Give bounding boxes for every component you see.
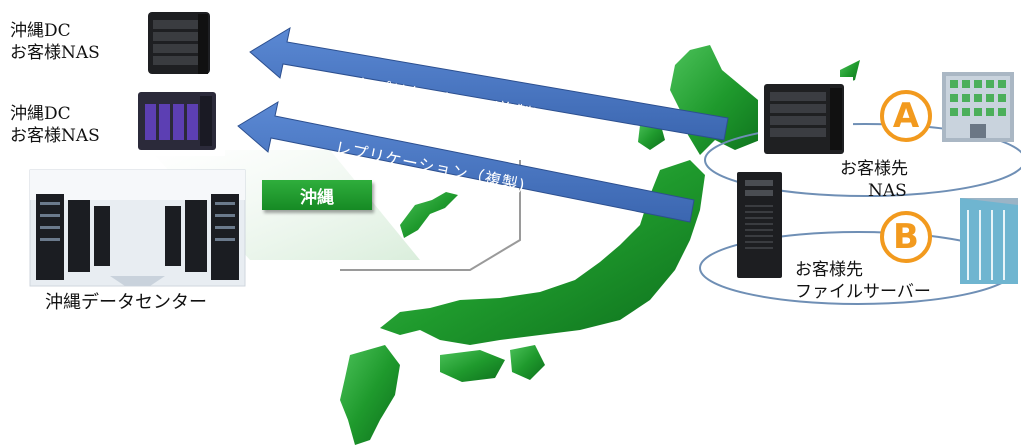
datacenter-caption: 沖縄データセンター bbox=[45, 292, 207, 313]
customer-b-badge: B bbox=[880, 211, 932, 263]
customer-a-label: お客様先 NAS bbox=[840, 158, 908, 202]
dc-nas2-label-line2: お客様NAS bbox=[10, 126, 100, 146]
customer-b-label-line2: ファイルサーバー bbox=[795, 282, 931, 302]
building-b bbox=[960, 198, 1018, 284]
dc-nas1-label: 沖縄DC お客様NAS bbox=[10, 20, 100, 64]
building-a bbox=[942, 72, 1014, 142]
customer-a-label-line1: お客様先 bbox=[840, 159, 908, 179]
dc-nas1-label-line1: 沖縄DC bbox=[10, 21, 71, 41]
okinawa-island-shape bbox=[400, 192, 458, 238]
nas-device-2 bbox=[130, 88, 225, 156]
okinawa-tag: 沖縄 bbox=[262, 180, 372, 210]
customer-a-badge: A bbox=[880, 90, 932, 142]
datacenter-photo bbox=[29, 169, 246, 287]
okinawa-inset-frame bbox=[340, 160, 521, 271]
customer-a-label-line2: NAS bbox=[868, 181, 907, 201]
customer-b-label: お客様先 ファイルサーバー bbox=[795, 259, 931, 303]
dc-nas2-label: 沖縄DC お客様NAS bbox=[10, 103, 100, 147]
nas-device-1 bbox=[130, 5, 225, 83]
replication-arrow-top bbox=[249, 26, 729, 141]
customer-b-label-line1: お客様先 bbox=[795, 260, 863, 280]
customer-a-ellipse bbox=[704, 123, 1021, 197]
customer-nas-device bbox=[758, 77, 853, 159]
dc-nas1-label-line2: お客様NAS bbox=[10, 43, 100, 63]
replication-arrow-bottom bbox=[237, 100, 695, 223]
tower-server bbox=[737, 172, 782, 278]
dc-nas2-label-line1: 沖縄DC bbox=[10, 104, 71, 124]
